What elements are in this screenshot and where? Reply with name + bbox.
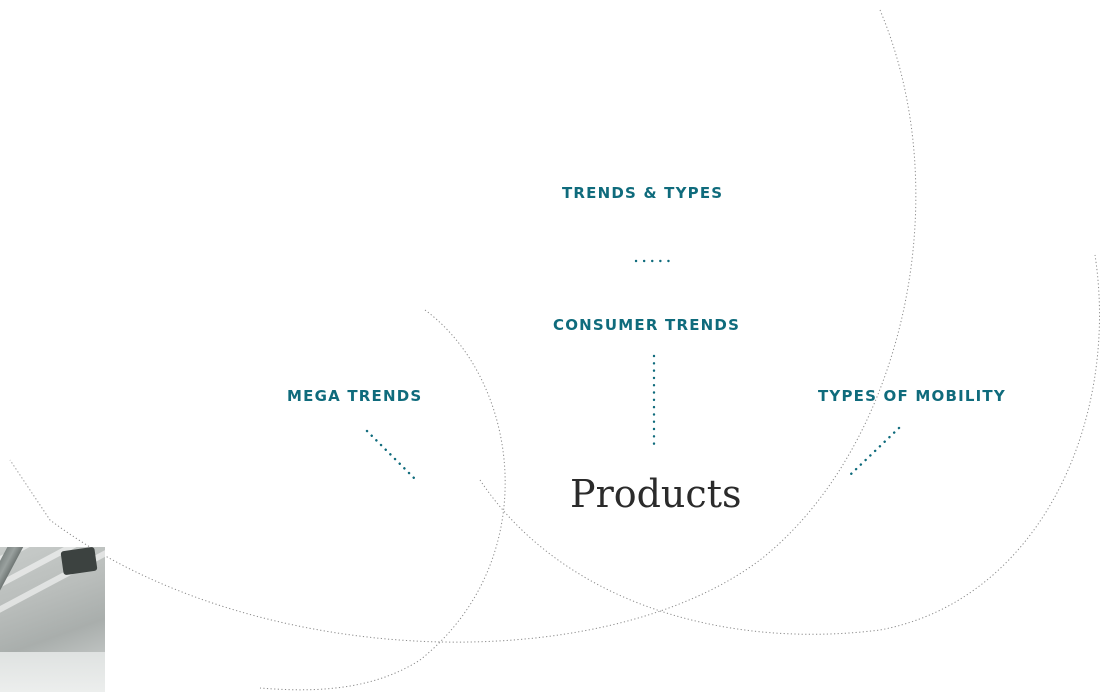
dots-mega-trends [365, 429, 420, 484]
label-consumer-trends[interactable]: CONSUMER TRENDS [553, 316, 741, 334]
photo-dark-object [60, 547, 98, 576]
label-mega-trends[interactable]: MEGA TRENDS [287, 387, 423, 405]
arc-trends-types [9, 9, 917, 643]
arc-types-of-mobility [479, 254, 1100, 635]
label-trends-types[interactable]: TRENDS & TYPES [562, 184, 724, 202]
label-types-of-mobility[interactable]: TYPES OF MOBILITY [818, 387, 1006, 405]
arc-mega-trends [259, 309, 506, 691]
photo-floor [0, 652, 105, 692]
dots-types-of-mobility [848, 426, 901, 477]
center-title-products: Products [570, 472, 742, 516]
thumbnail-image [0, 547, 105, 692]
